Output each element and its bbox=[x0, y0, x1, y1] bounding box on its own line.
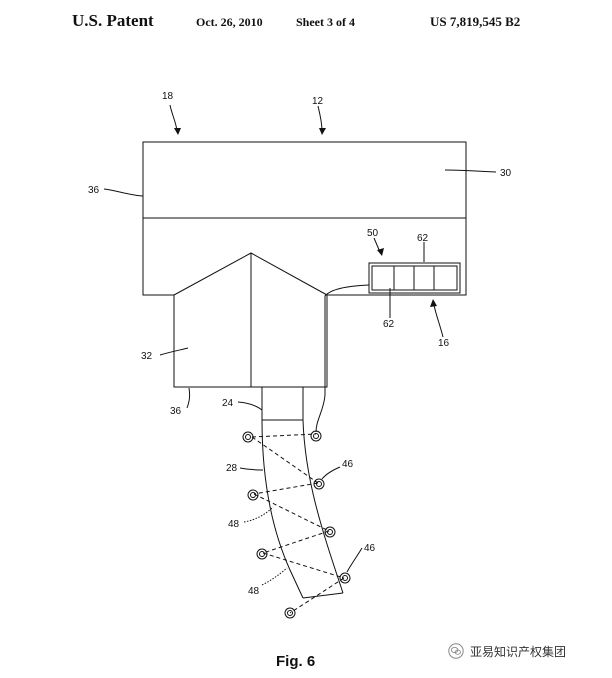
extension-right-edge bbox=[302, 419, 344, 594]
label-28: 28 bbox=[226, 463, 238, 474]
label-50: 50 bbox=[367, 228, 379, 239]
label-62-top: 62 bbox=[417, 233, 429, 244]
sensor-node bbox=[339, 572, 351, 584]
sensor-node bbox=[310, 430, 322, 442]
leader-24 bbox=[237, 401, 263, 411]
figure-caption: Fig. 6 bbox=[276, 653, 316, 670]
controller-box bbox=[368, 262, 461, 294]
label-16: 16 bbox=[438, 338, 450, 349]
sensor-node bbox=[284, 607, 296, 619]
leader-46a bbox=[321, 466, 341, 480]
sensor-nodes bbox=[242, 430, 351, 619]
label-24: 24 bbox=[222, 398, 234, 409]
leader-48b bbox=[261, 567, 288, 586]
sheet-number: Sheet 3 of 4 bbox=[296, 15, 355, 29]
leader-36b bbox=[186, 387, 191, 409]
sensor-node bbox=[256, 548, 268, 560]
patent-header: U.S. Patent Oct. 26, 2010 Sheet 3 of 4 U… bbox=[0, 10, 612, 34]
watermark-text: 亚易知识产权集团 bbox=[470, 644, 567, 659]
beam-5 bbox=[262, 530, 330, 554]
label-36-bottom: 36 bbox=[170, 406, 182, 417]
leader-46b bbox=[346, 547, 363, 573]
arrowhead-18 bbox=[174, 128, 181, 135]
arrowhead-50 bbox=[377, 248, 384, 256]
patent-office-label: U.S. Patent bbox=[72, 11, 154, 30]
arrowhead-16 bbox=[430, 299, 437, 307]
label-46-bottom: 46 bbox=[364, 543, 376, 554]
beam-6 bbox=[262, 552, 345, 579]
label-12: 12 bbox=[312, 96, 324, 107]
leader-36a bbox=[103, 188, 144, 197]
leader-32 bbox=[159, 347, 189, 356]
patent-date: Oct. 26, 2010 bbox=[196, 15, 263, 29]
extension-left-edge bbox=[261, 419, 304, 599]
label-30: 30 bbox=[500, 168, 512, 179]
label-62-bottom: 62 bbox=[383, 319, 395, 330]
leader-28 bbox=[239, 467, 264, 471]
sensor-node bbox=[242, 431, 254, 443]
label-46-top: 46 bbox=[342, 459, 354, 470]
patent-number: US 7,819,545 B2 bbox=[430, 14, 521, 29]
label-18: 18 bbox=[162, 91, 174, 102]
beam-7 bbox=[289, 577, 345, 614]
building-outline bbox=[142, 141, 467, 388]
leader-18 bbox=[169, 104, 178, 132]
arrowhead-12 bbox=[319, 128, 326, 135]
beam-1 bbox=[251, 433, 317, 438]
leader-48a bbox=[243, 506, 274, 523]
label-36-top: 36 bbox=[88, 185, 100, 196]
label-48-bottom: 48 bbox=[248, 586, 260, 597]
beam-3 bbox=[253, 482, 319, 495]
sensor-node bbox=[313, 478, 325, 490]
sensor-node bbox=[324, 526, 336, 538]
sensor-node bbox=[247, 489, 259, 501]
sensor-wire bbox=[315, 284, 370, 433]
leader-16 bbox=[433, 304, 444, 338]
label-32: 32 bbox=[141, 351, 153, 362]
watermark: 亚易知识产权集团 bbox=[448, 642, 566, 660]
beam-2 bbox=[251, 436, 319, 484]
label-48-top: 48 bbox=[228, 519, 240, 530]
wechat-logo-icon bbox=[448, 643, 464, 659]
leader-30 bbox=[444, 169, 497, 173]
leader-12 bbox=[317, 105, 323, 132]
extension-end bbox=[302, 592, 344, 599]
